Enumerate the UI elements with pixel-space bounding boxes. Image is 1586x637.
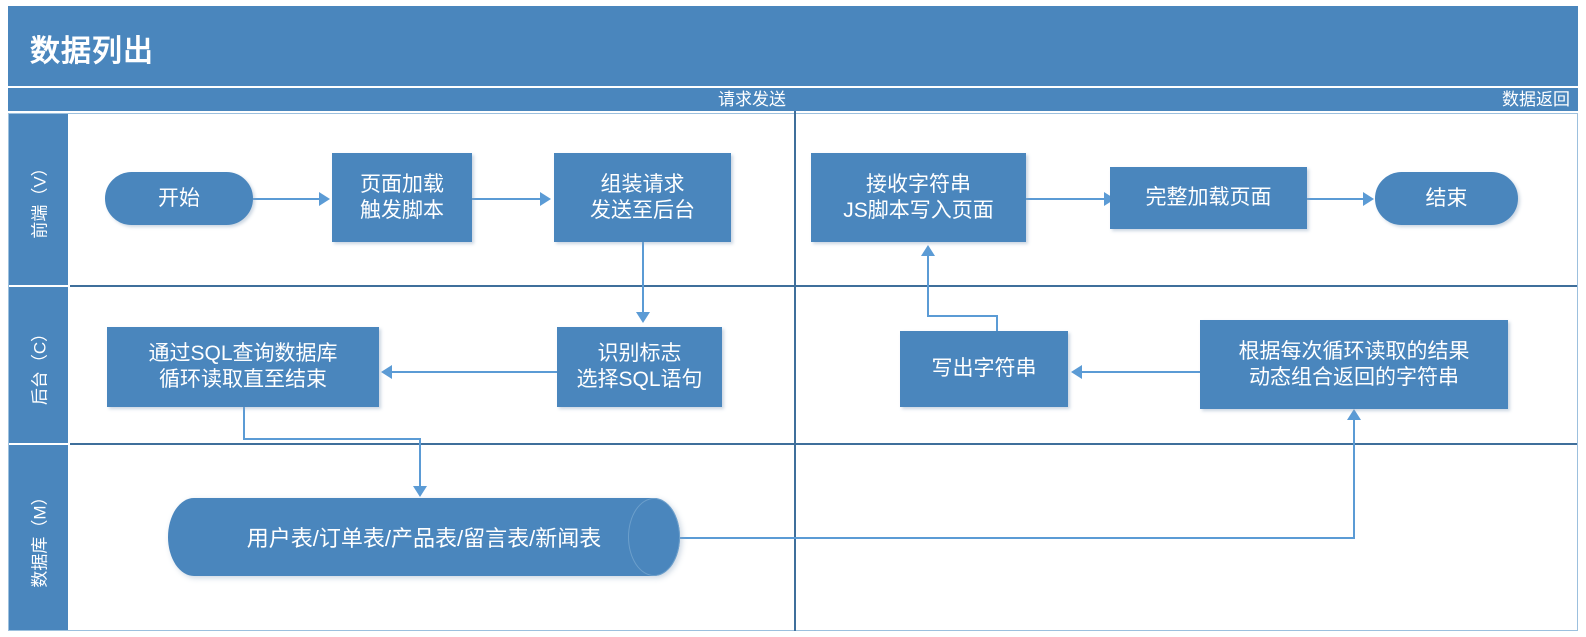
- lane-label-backend-text: 后台（C）: [30, 324, 50, 406]
- node-write-string-label: 写出字符串: [931, 357, 1037, 381]
- edge-full-load-to-end-arrowhead: [1363, 192, 1374, 206]
- edge-receive-to-full-load: [1026, 198, 1104, 200]
- phase-divider: [794, 111, 796, 631]
- edge-receive-to-full-load-arrowhead: [1104, 192, 1115, 206]
- edge-sql-to-db-seg-v1: [243, 407, 245, 440]
- edge-db-to-build-arrowhead: [1347, 409, 1361, 420]
- phase-header-band: [8, 88, 1578, 111]
- edge-sql-to-db-arrowhead: [413, 486, 427, 497]
- node-identify-flag[interactable]: 识别标志 选择SQL语句: [557, 327, 722, 407]
- node-receive-string-label: 接收字符串 JS脚本写入页面: [843, 172, 994, 222]
- node-sql-query[interactable]: 通过SQL查询数据库 循环读取直至结束: [107, 327, 379, 407]
- node-page-load-label: 页面加载 触发脚本: [360, 172, 444, 222]
- node-end-label: 结束: [1425, 186, 1468, 210]
- lane-label-frontend: 前端（V）: [8, 113, 68, 287]
- edge-full-load-to-end: [1307, 198, 1363, 200]
- edge-build-to-write-arrowhead: [1071, 365, 1082, 379]
- edge-identify-to-sql-query-arrowhead: [381, 365, 392, 379]
- edge-sql-to-db-seg-h: [243, 438, 421, 440]
- edge-start-to-page-load: [253, 198, 319, 200]
- lane-label-database: 数据库（M）: [8, 445, 68, 631]
- node-full-page-load[interactable]: 完整加载页面: [1110, 167, 1307, 229]
- edge-db-to-build-seg-h: [672, 537, 1355, 539]
- node-identify-flag-label: 识别标志 选择SQL语句: [576, 342, 703, 391]
- edge-write-to-receive-arrowhead: [921, 245, 935, 256]
- node-build-return-string-label: 根据每次循环读取的结果 动态组合返回的字符串: [1238, 339, 1470, 389]
- edge-page-load-to-assemble-arrowhead: [540, 192, 551, 206]
- diagram-title-bar: 数据列出: [8, 6, 1578, 86]
- edge-page-load-to-assemble: [472, 198, 540, 200]
- node-write-string[interactable]: 写出字符串: [900, 331, 1068, 407]
- phase-header-response: 数据返回: [1502, 90, 1570, 109]
- node-build-return-string[interactable]: 根据每次循环读取的结果 动态组合返回的字符串: [1200, 320, 1508, 409]
- edge-db-to-build-seg-v: [1353, 420, 1355, 539]
- edge-identify-to-sql-query: [392, 371, 557, 373]
- node-database-tables[interactable]: 用户表/订单表/产品表/留言表/新闻表: [168, 498, 680, 576]
- lane-label-frontend-text: 前端（V）: [30, 159, 50, 239]
- edge-assemble-to-identify-arrowhead: [636, 312, 650, 323]
- node-start-label: 开始: [158, 186, 200, 210]
- node-assemble-request-label: 组装请求 发送至后台: [590, 172, 695, 222]
- edge-write-to-receive-seg-h: [927, 315, 998, 317]
- diagram-title: 数据列出: [30, 35, 154, 68]
- node-end[interactable]: 结束: [1375, 172, 1518, 225]
- edge-assemble-to-identify: [642, 242, 644, 312]
- cylinder-cap: [628, 498, 680, 576]
- edge-start-to-page-load-arrowhead: [319, 192, 330, 206]
- phase-header-request: 请求发送: [718, 90, 786, 109]
- node-start[interactable]: 开始: [105, 172, 253, 225]
- node-receive-string[interactable]: 接收字符串 JS脚本写入页面: [811, 153, 1026, 242]
- lane-label-backend: 后台（C）: [8, 287, 68, 445]
- lane-label-database-text: 数据库（M）: [30, 488, 50, 588]
- node-assemble-request[interactable]: 组装请求 发送至后台: [554, 153, 731, 242]
- node-sql-query-label: 通过SQL查询数据库 循环读取直至结束: [148, 342, 338, 391]
- edge-build-to-write: [1082, 371, 1200, 373]
- cylinder-body: [168, 498, 680, 576]
- node-page-load[interactable]: 页面加载 触发脚本: [332, 153, 472, 242]
- edge-sql-to-db-seg-v2: [419, 438, 421, 486]
- edge-write-to-receive-seg-v2: [927, 256, 929, 317]
- node-full-page-load-label: 完整加载页面: [1145, 186, 1272, 210]
- node-database-tables-label: 用户表/订单表/产品表/留言表/新闻表: [246, 526, 602, 551]
